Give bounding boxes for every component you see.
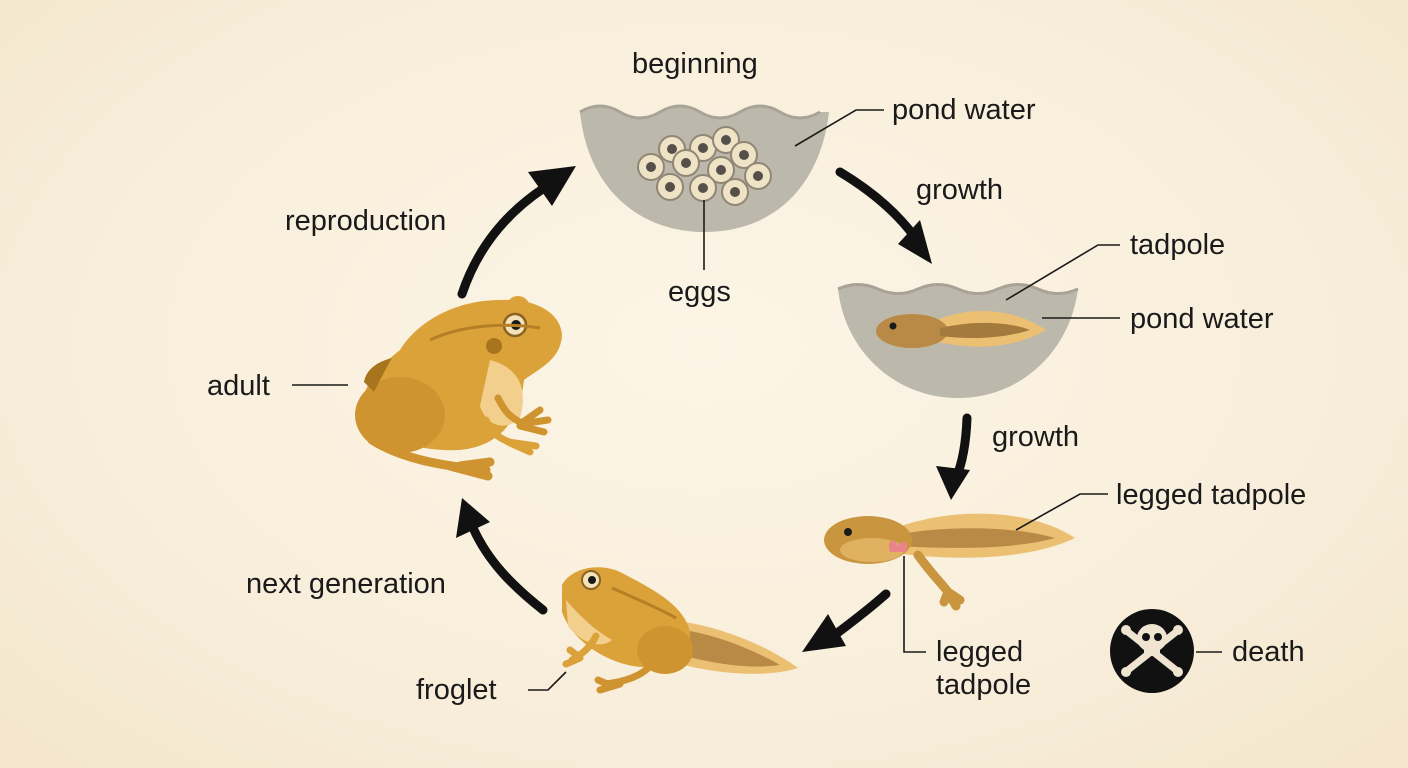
skull-crossbones-icon xyxy=(1110,609,1194,693)
label-next-generation: next generation xyxy=(246,568,446,600)
legged-tadpole-figure xyxy=(824,513,1075,611)
cycle-arrows xyxy=(457,167,972,639)
label-legged-tadpole-right: legged tadpole xyxy=(1116,479,1307,511)
egg-bowl xyxy=(579,104,829,232)
froglet-figure xyxy=(562,567,798,694)
arrow-heads xyxy=(456,166,970,652)
eggs-cluster xyxy=(637,126,772,206)
label-pond-water-top: pond water xyxy=(892,94,1036,126)
label-froglet: froglet xyxy=(416,674,497,706)
tadpole-figure xyxy=(876,311,1046,348)
arrow-reproduction xyxy=(457,183,549,299)
leader-lines xyxy=(292,109,1222,691)
adult-frog-figure xyxy=(355,296,562,481)
arrow-to-froglet xyxy=(831,589,891,639)
label-legged-tadpole-bottom: legged tadpole xyxy=(936,636,1032,701)
label-growth-1: growth xyxy=(916,174,1004,206)
label-pond-water-mid: pond water xyxy=(1130,303,1274,335)
label-adult: adult xyxy=(207,370,270,402)
label-tadpole: tadpole xyxy=(1130,229,1226,261)
label-growth-2: growth xyxy=(992,421,1080,453)
arrow-growth-1 xyxy=(835,167,919,241)
label-death: death xyxy=(1232,636,1305,668)
label-eggs: eggs xyxy=(668,276,731,308)
label-beginning: beginning xyxy=(632,48,758,80)
label-reproduction: reproduction xyxy=(285,205,447,237)
arrow-next-generation xyxy=(469,525,548,615)
